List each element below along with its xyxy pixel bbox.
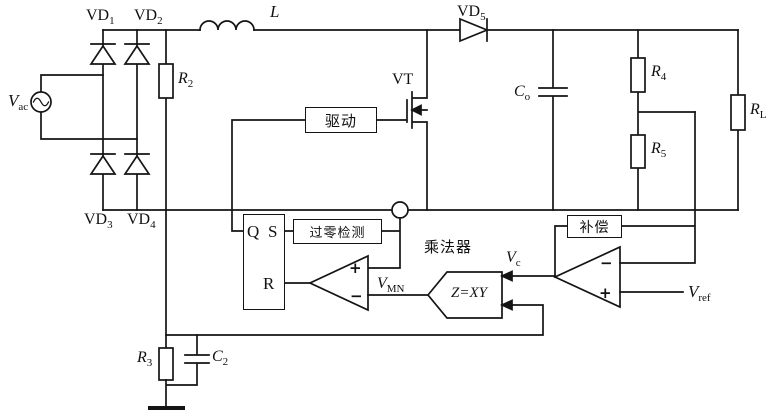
- flipflop-s-label: S: [268, 222, 278, 241]
- multiplier: [426, 271, 503, 319]
- r3-c2-network: [148, 334, 210, 410]
- diode-vd5: [459, 17, 490, 43]
- mosfet-arrow-icon: [410, 104, 422, 116]
- comparator-minus-sign: −: [350, 287, 363, 305]
- label-c2: C2: [212, 348, 229, 368]
- rs-flipflop-block: [243, 214, 285, 310]
- flipflop-link-wires: [284, 230, 311, 284]
- compensation-label: 补偿: [579, 219, 610, 236]
- label-vc: Vc: [506, 249, 521, 269]
- vc-wire: [499, 270, 556, 282]
- drive-block-label: 驱动: [324, 111, 357, 130]
- label-r3: R3: [137, 349, 153, 369]
- zero-cross-detect-block: 过零检测: [293, 219, 382, 244]
- sense-wire: [367, 217, 401, 269]
- multiplier-x-input-wire: [165, 299, 544, 336]
- label-vd1: VD1: [86, 7, 115, 27]
- label-vac: Vac: [8, 91, 29, 113]
- multiplier-title: 乘法器: [424, 238, 473, 256]
- inductor-coil: [199, 20, 255, 31]
- arrow-left-icon: [499, 270, 513, 282]
- load-rl: [730, 29, 746, 211]
- label-rl: RL: [750, 101, 767, 121]
- divider-r4-r5: [630, 29, 696, 211]
- drive-block: 驱动: [305, 107, 377, 133]
- error-amplifier: [552, 111, 696, 309]
- label-vd5: VD5: [457, 3, 486, 23]
- label-vmn: VMN: [377, 275, 405, 295]
- label-r4: R4: [651, 63, 667, 83]
- label-vref: Vref: [688, 282, 711, 304]
- compensation-block: 补偿: [567, 215, 622, 238]
- drive-link-wire: [231, 119, 306, 232]
- resistor-r3-icon: [158, 347, 174, 381]
- resistor-r2: [158, 29, 174, 349]
- label-co: Co: [514, 83, 531, 103]
- mosfet-vt: [376, 29, 428, 211]
- error-amp-icon: [552, 245, 621, 309]
- diode-vd4-icon: [123, 154, 151, 175]
- ac-source: [30, 74, 138, 140]
- multiplier-icon: [426, 271, 503, 319]
- error-amp-minus-sign: −: [600, 254, 613, 272]
- resistor-r4-icon: [630, 57, 646, 93]
- flipflop-r-label: R: [263, 274, 275, 293]
- comparator: [307, 254, 429, 312]
- bridge-rectifier: [89, 29, 151, 211]
- label-vt: VT: [392, 71, 414, 88]
- resistor-rl-icon: [730, 94, 746, 131]
- diode-cathode-bars: [90, 43, 150, 155]
- label-vd3: VD3: [84, 211, 113, 231]
- error-amp-plus-sign: +: [599, 284, 612, 302]
- label-inductor: L: [270, 2, 280, 21]
- label-r2: R2: [178, 70, 194, 90]
- diode-vd5-icon: [459, 17, 490, 43]
- resistor-r5-icon: [630, 134, 646, 169]
- flipflop-q-label: Q: [247, 222, 260, 241]
- label-vd2: VD2: [134, 7, 163, 27]
- diode-vd1-icon: [89, 44, 117, 65]
- multiplier-formula: Z=XY: [451, 285, 487, 301]
- label-vd4: VD4: [127, 211, 156, 231]
- zero-cross-detect-label: 过零检测: [309, 226, 366, 241]
- diode-vd3-icon: [89, 154, 117, 175]
- diode-vd2-icon: [123, 44, 151, 65]
- comparator-icon: [307, 254, 369, 312]
- label-r5: R5: [651, 140, 667, 160]
- arrow-left-icon: [499, 299, 513, 311]
- capacitor-co: [538, 29, 568, 211]
- comparator-plus-sign: +: [349, 259, 362, 277]
- current-sense-node-icon: [391, 201, 409, 219]
